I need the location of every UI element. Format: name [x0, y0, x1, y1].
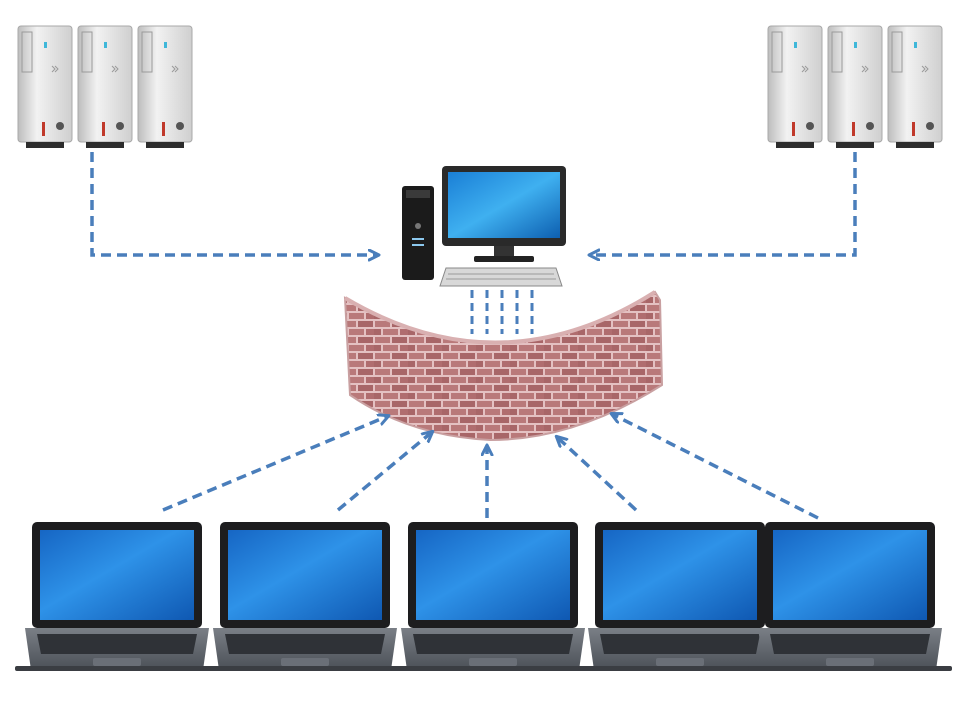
- server-group-left: [17, 25, 193, 148]
- desktop-computer-icon: [402, 166, 566, 287]
- laptop-connections: [162, 414, 819, 520]
- arrow-left-servers-to-computer: [90, 152, 378, 255]
- laptop-icon: [391, 522, 595, 671]
- computer-firewall-links: [470, 290, 534, 334]
- arrow-laptop-5-to-firewall: [612, 414, 819, 520]
- server-tower-icon: [17, 25, 73, 148]
- server-tower-icon: [887, 25, 943, 148]
- server-tower-icon: [137, 25, 193, 148]
- server-group-right: [767, 25, 943, 148]
- laptop-icon: [748, 522, 952, 671]
- server-tower-icon: [77, 25, 133, 148]
- laptop-row: [15, 522, 952, 671]
- arrow-right-servers-to-computer: [590, 152, 857, 255]
- server-tower-icon: [767, 25, 823, 148]
- laptop-icon: [578, 522, 782, 671]
- arrow-laptop-4-to-firewall: [557, 437, 638, 512]
- brick-wall-icon: [343, 290, 664, 442]
- server-tower-icon: [827, 25, 883, 148]
- server-connections: [90, 152, 857, 255]
- arrow-laptop-1-to-firewall: [162, 416, 388, 512]
- laptop-icon: [203, 522, 407, 671]
- laptop-icon: [15, 522, 219, 671]
- arrow-laptop-2-to-firewall: [336, 432, 432, 512]
